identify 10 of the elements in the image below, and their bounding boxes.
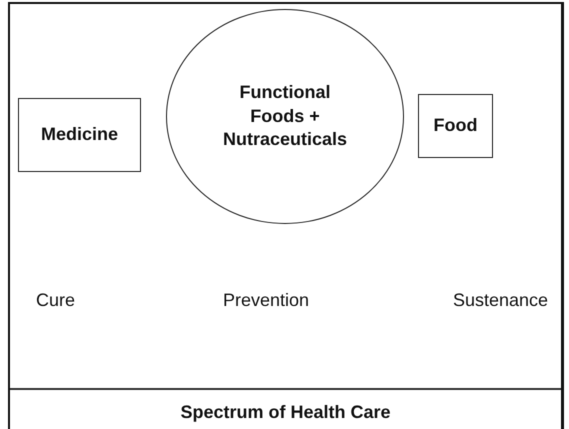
ellipse-node <box>166 9 404 224</box>
node-label: Medicine <box>40 123 118 146</box>
spectrum-label: Cure <box>36 290 76 311</box>
text-box <box>18 98 141 172</box>
spectrum-label: Prevention <box>223 290 310 311</box>
text-box <box>418 94 493 158</box>
spectrum-label: Sustenance <box>453 290 548 311</box>
caption: Spectrum of Health Care <box>180 402 391 422</box>
node-label: Functional Foods + Nutraceuticals <box>222 81 348 152</box>
node-label: Food <box>434 114 478 138</box>
